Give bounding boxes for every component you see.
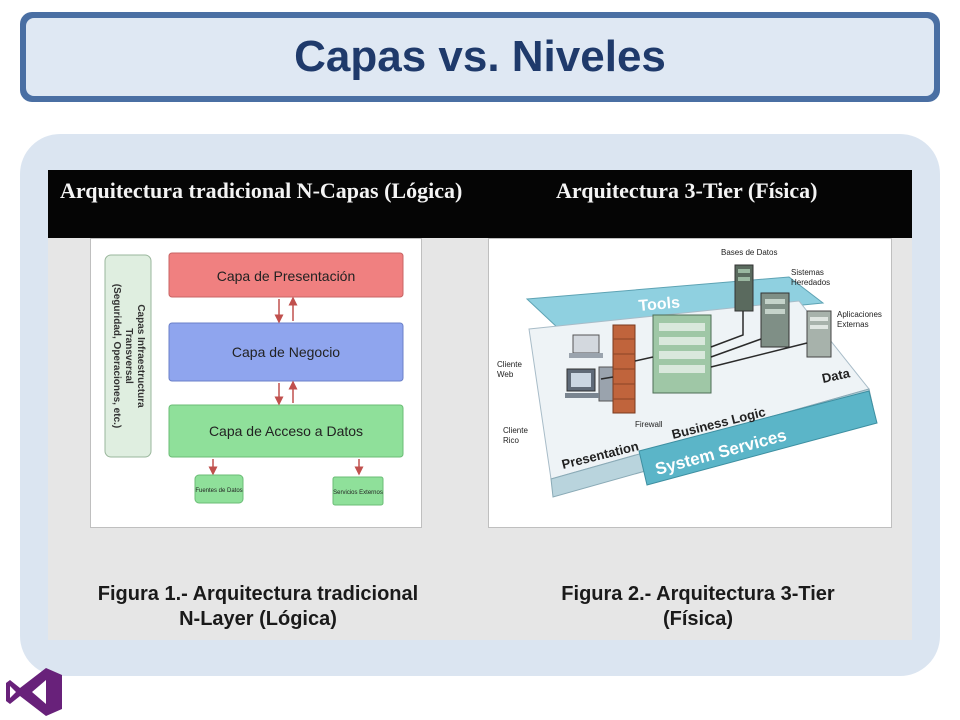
business-layer-label: Capa de Negocio bbox=[232, 344, 340, 360]
caption-right-line1: Figura 2.- Arquitectura 3-Tier bbox=[561, 583, 835, 605]
legacy-label-1: Sistemas bbox=[791, 268, 824, 277]
presentation-layer bbox=[168, 252, 404, 298]
figure-header: Arquitectura tradicional N-Capas (Lógica… bbox=[48, 170, 912, 238]
header-left: Arquitectura tradicional N-Capas (Lógica… bbox=[60, 178, 463, 203]
laptop-icon bbox=[569, 334, 603, 358]
business-layer bbox=[168, 322, 404, 382]
infra-label-2: Transversal bbox=[123, 328, 134, 384]
caption-left: Figura 1.- Arquitectura tradicional N-La… bbox=[68, 582, 448, 632]
infra-label-1: Capas Infraestructura bbox=[135, 304, 146, 408]
tools-label: Tools bbox=[638, 294, 681, 315]
infrastructure-bar bbox=[104, 254, 152, 458]
legacy-server-icon bbox=[760, 292, 790, 348]
data-access-layer-label: Capa de Acceso a Datos bbox=[209, 423, 363, 439]
legacy-label-2: Heredados bbox=[791, 278, 830, 287]
title-inner: Capas vs. Niveles bbox=[26, 18, 934, 96]
firewall-label: Firewall bbox=[635, 420, 663, 429]
caption-right-line2: (Física) bbox=[662, 608, 734, 630]
header-right: Arquitectura 3-Tier (Física) bbox=[556, 178, 818, 203]
external-services-box bbox=[332, 476, 384, 506]
web-client-label-2: Web bbox=[497, 370, 514, 379]
external-app-server-icon bbox=[806, 310, 832, 358]
data-sources-box bbox=[194, 474, 244, 504]
caption-left-line2: N-Layer (Lógica) bbox=[179, 608, 337, 630]
visual-studio-logo-icon bbox=[6, 668, 62, 716]
n-layer-svg: Capas Infraestructura Transversal (Segur… bbox=[104, 252, 404, 506]
presentation-layer-label: Capa de Presentación bbox=[217, 268, 356, 284]
three-tier-svg: Tools System Services Presentation bbox=[497, 248, 882, 498]
data-label: Data bbox=[821, 365, 852, 386]
database-server-icon bbox=[734, 264, 754, 312]
title-bar: Capas vs. Niveles bbox=[20, 12, 940, 102]
system-services-band bbox=[638, 390, 878, 486]
server-rack-icon bbox=[652, 314, 712, 394]
infra-label-3: (Seguridad, Operaciones, etc.) bbox=[111, 284, 122, 428]
databases-label: Bases de Datos bbox=[721, 248, 777, 257]
figure-image: Arquitectura tradicional N-Capas (Lógica… bbox=[48, 170, 912, 640]
external-services-label: Servicios Externos bbox=[333, 490, 383, 496]
computer-icon bbox=[565, 366, 614, 402]
caption-left-line1: Figura 1.- Arquitectura tradicional bbox=[97, 583, 419, 605]
web-client-label-1: Cliente bbox=[497, 360, 522, 369]
slide-title: Capas vs. Niveles bbox=[294, 32, 666, 81]
n-layer-diagram: Capas Infraestructura Transversal (Segur… bbox=[90, 238, 422, 528]
data-access-layer bbox=[168, 404, 404, 458]
external-apps-label-2: Externas bbox=[837, 320, 869, 329]
rich-client-label-1: Cliente bbox=[503, 426, 528, 435]
three-tier-diagram: Tools System Services Presentation bbox=[488, 238, 892, 528]
external-apps-label-1: Aplicaciones bbox=[837, 310, 882, 319]
rich-client-label-2: Rico bbox=[503, 436, 520, 445]
data-sources-label: Fuentes de Datos bbox=[195, 488, 242, 494]
caption-right: Figura 2.- Arquitectura 3-Tier (Física) bbox=[518, 582, 878, 632]
